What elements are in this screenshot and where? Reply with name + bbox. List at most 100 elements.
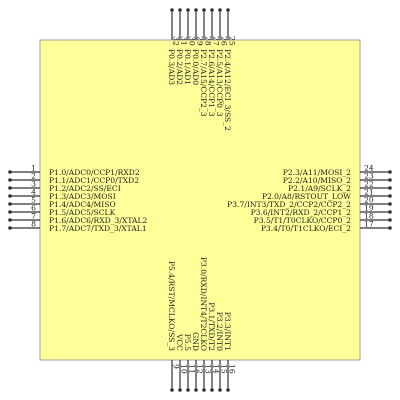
pin-6-number: 6 (31, 204, 36, 213)
pin-2-terminal (8, 178, 12, 182)
pin-23-terminal (388, 178, 392, 182)
pin-26-label: P2.5/A13/CCP0_3 (215, 49, 224, 117)
pin-20-label: P3.7/INT3/TXD_2/CCP2/CCP2_2 (227, 200, 351, 209)
pin-30-number: 30 (188, 36, 197, 46)
pin-6-terminal (8, 210, 12, 214)
pin-11-terminal (186, 388, 190, 392)
pin-13-label: P3.0/RXD/INT4/T2CLKO (199, 257, 208, 351)
pin-31-terminal (178, 8, 182, 12)
pin-3-number: 3 (31, 180, 36, 189)
pin-31-label: P0.2/AD2 (175, 49, 184, 85)
pin-29-number: 29 (196, 36, 205, 46)
pin-5-number: 5 (31, 196, 36, 205)
pin-7-number: 7 (31, 212, 36, 221)
pin-23-label: P2.2/A10/MISO_2 (283, 176, 351, 185)
pin-25-number: 25 (228, 36, 237, 46)
pin-26-terminal (218, 8, 222, 12)
pin-16-label: P3.3/INT1 (223, 312, 232, 351)
pin-27-terminal (210, 8, 214, 12)
pin-8-number: 8 (31, 220, 36, 229)
pin-15-label: P3.2/INT0 (215, 312, 224, 351)
pin-18-terminal (388, 218, 392, 222)
chip-body (39, 39, 361, 361)
pin-15-number: 15 (220, 364, 229, 374)
pin-11-number: 11 (188, 364, 197, 374)
pin-13-number: 13 (204, 364, 213, 374)
pin-16-terminal (226, 388, 230, 392)
left-pin-group: 1 P1.0/ADC0/CCP1/RXD2 2 P1.1/ADC1/CCP0/TXD2… (8, 164, 147, 233)
pin-13-terminal (202, 388, 206, 392)
pin-9-number: 9 (172, 364, 181, 369)
pin-4-terminal (8, 194, 12, 198)
pin-3-terminal (8, 186, 12, 190)
pin-19-number: 19 (364, 204, 374, 213)
pin-32-label: P0.3/AD3 (167, 49, 176, 85)
pin-10-terminal (178, 388, 182, 392)
pin-17-label: P3.4/T0/T1CLKO/ECI_2 (261, 224, 351, 233)
pin-7-label: P1.6/ADC6/RXD_3/XTAL2 (49, 216, 147, 225)
pin-25-label: P2.4/A12/ECI_3/SS_2 (223, 49, 232, 131)
pin-12-label: GND (191, 332, 200, 351)
pin-26-number: 26 (220, 36, 229, 46)
pin-1-terminal (8, 170, 12, 174)
pin-21-number: 21 (364, 188, 374, 197)
pin-27-number: 27 (212, 36, 221, 46)
pin-29-terminal (194, 8, 198, 12)
pin-4-number: 4 (31, 188, 36, 197)
pin-20-number: 20 (364, 196, 374, 205)
pin-22-label: P2.1/A9/SCLK_2 (288, 184, 351, 193)
pin-24-terminal (388, 170, 392, 174)
pin-22-number: 22 (364, 180, 374, 189)
pin-21-label: P2.0/A8/RSTOUT_LOW (262, 192, 351, 201)
pin-32-number: 32 (172, 36, 181, 46)
pin-2-number: 2 (31, 172, 36, 181)
pin-18-label: P3.5/T1/T0CLKO/CCP0_2 (254, 216, 352, 225)
pin-1-number: 1 (31, 164, 36, 173)
pin-20-terminal (388, 202, 392, 206)
pin-19-label: P3.6/INT2/RXD_2/CCP1_2 (251, 208, 352, 217)
pin-2-label: P1.1/ADC1/CCP0/TXD2 (49, 176, 139, 185)
pin-10-number: 10 (180, 364, 189, 374)
pin-28-terminal (202, 8, 206, 12)
pin-5-terminal (8, 202, 12, 206)
pin-16-number: 16 (228, 364, 237, 374)
pin-6-label: P1.5/ADC5/SCLK (49, 208, 116, 217)
pin-24-label: P2.3/A11/MOSI_2 (283, 168, 351, 177)
pin-17-number: 17 (364, 220, 374, 229)
pin-9-terminal (170, 388, 174, 392)
pin-31-number: 31 (180, 36, 189, 46)
bottom-pin-group: 9 P5.4/RST/MCLKO/SS_3 10 VCC 11 P5.5 12 GND 13 P3… (167, 257, 237, 392)
pin-14-terminal (210, 388, 214, 392)
pin-7-terminal (8, 218, 12, 222)
pin-1-label: P1.0/ADC0/CCP1/RXD2 (49, 168, 140, 177)
pin-5-label: P1.4/ADC4/MISO (49, 200, 116, 209)
pin-4-label: P1.3/ADC3/MOSI (49, 192, 116, 201)
pin-25-terminal (226, 8, 230, 12)
pin-12-number: 12 (196, 364, 205, 374)
pin-28-number: 28 (204, 36, 213, 46)
pin-10-label: VCC (175, 333, 184, 351)
pin-9-label: P5.4/RST/MCLKO/SS_3 (167, 261, 176, 351)
pin-18-number: 18 (364, 212, 374, 221)
pin-11-label: P5.5 (183, 334, 192, 351)
pin-32-terminal (170, 8, 174, 12)
pin-14-label: P3.1/TXD/T2 (207, 302, 216, 351)
pin-29-label: P0.0/AD0 (191, 49, 200, 85)
pin-8-label: P1.7/ADC7/TXD_3/XTAL1 (49, 224, 147, 233)
pin-14-number: 14 (212, 364, 221, 374)
pin-28-label: P2.7/A15/CCP2_3 (199, 49, 208, 117)
pin-12-terminal (194, 388, 198, 392)
pin-30-terminal (186, 8, 190, 12)
pin-27-label: P2.6/A14/CCP1_3 (207, 49, 216, 117)
pin-8-terminal (8, 226, 12, 230)
pin-30-label: P0.1/AD1 (183, 49, 192, 85)
pin-17-terminal (388, 226, 392, 230)
pin-15-terminal (218, 388, 222, 392)
pin-3-label: P1.2/ADC2/SS/ECI (49, 184, 121, 193)
pin-19-terminal (388, 210, 392, 214)
pin-23-number: 23 (364, 172, 374, 181)
pin-22-terminal (388, 186, 392, 190)
